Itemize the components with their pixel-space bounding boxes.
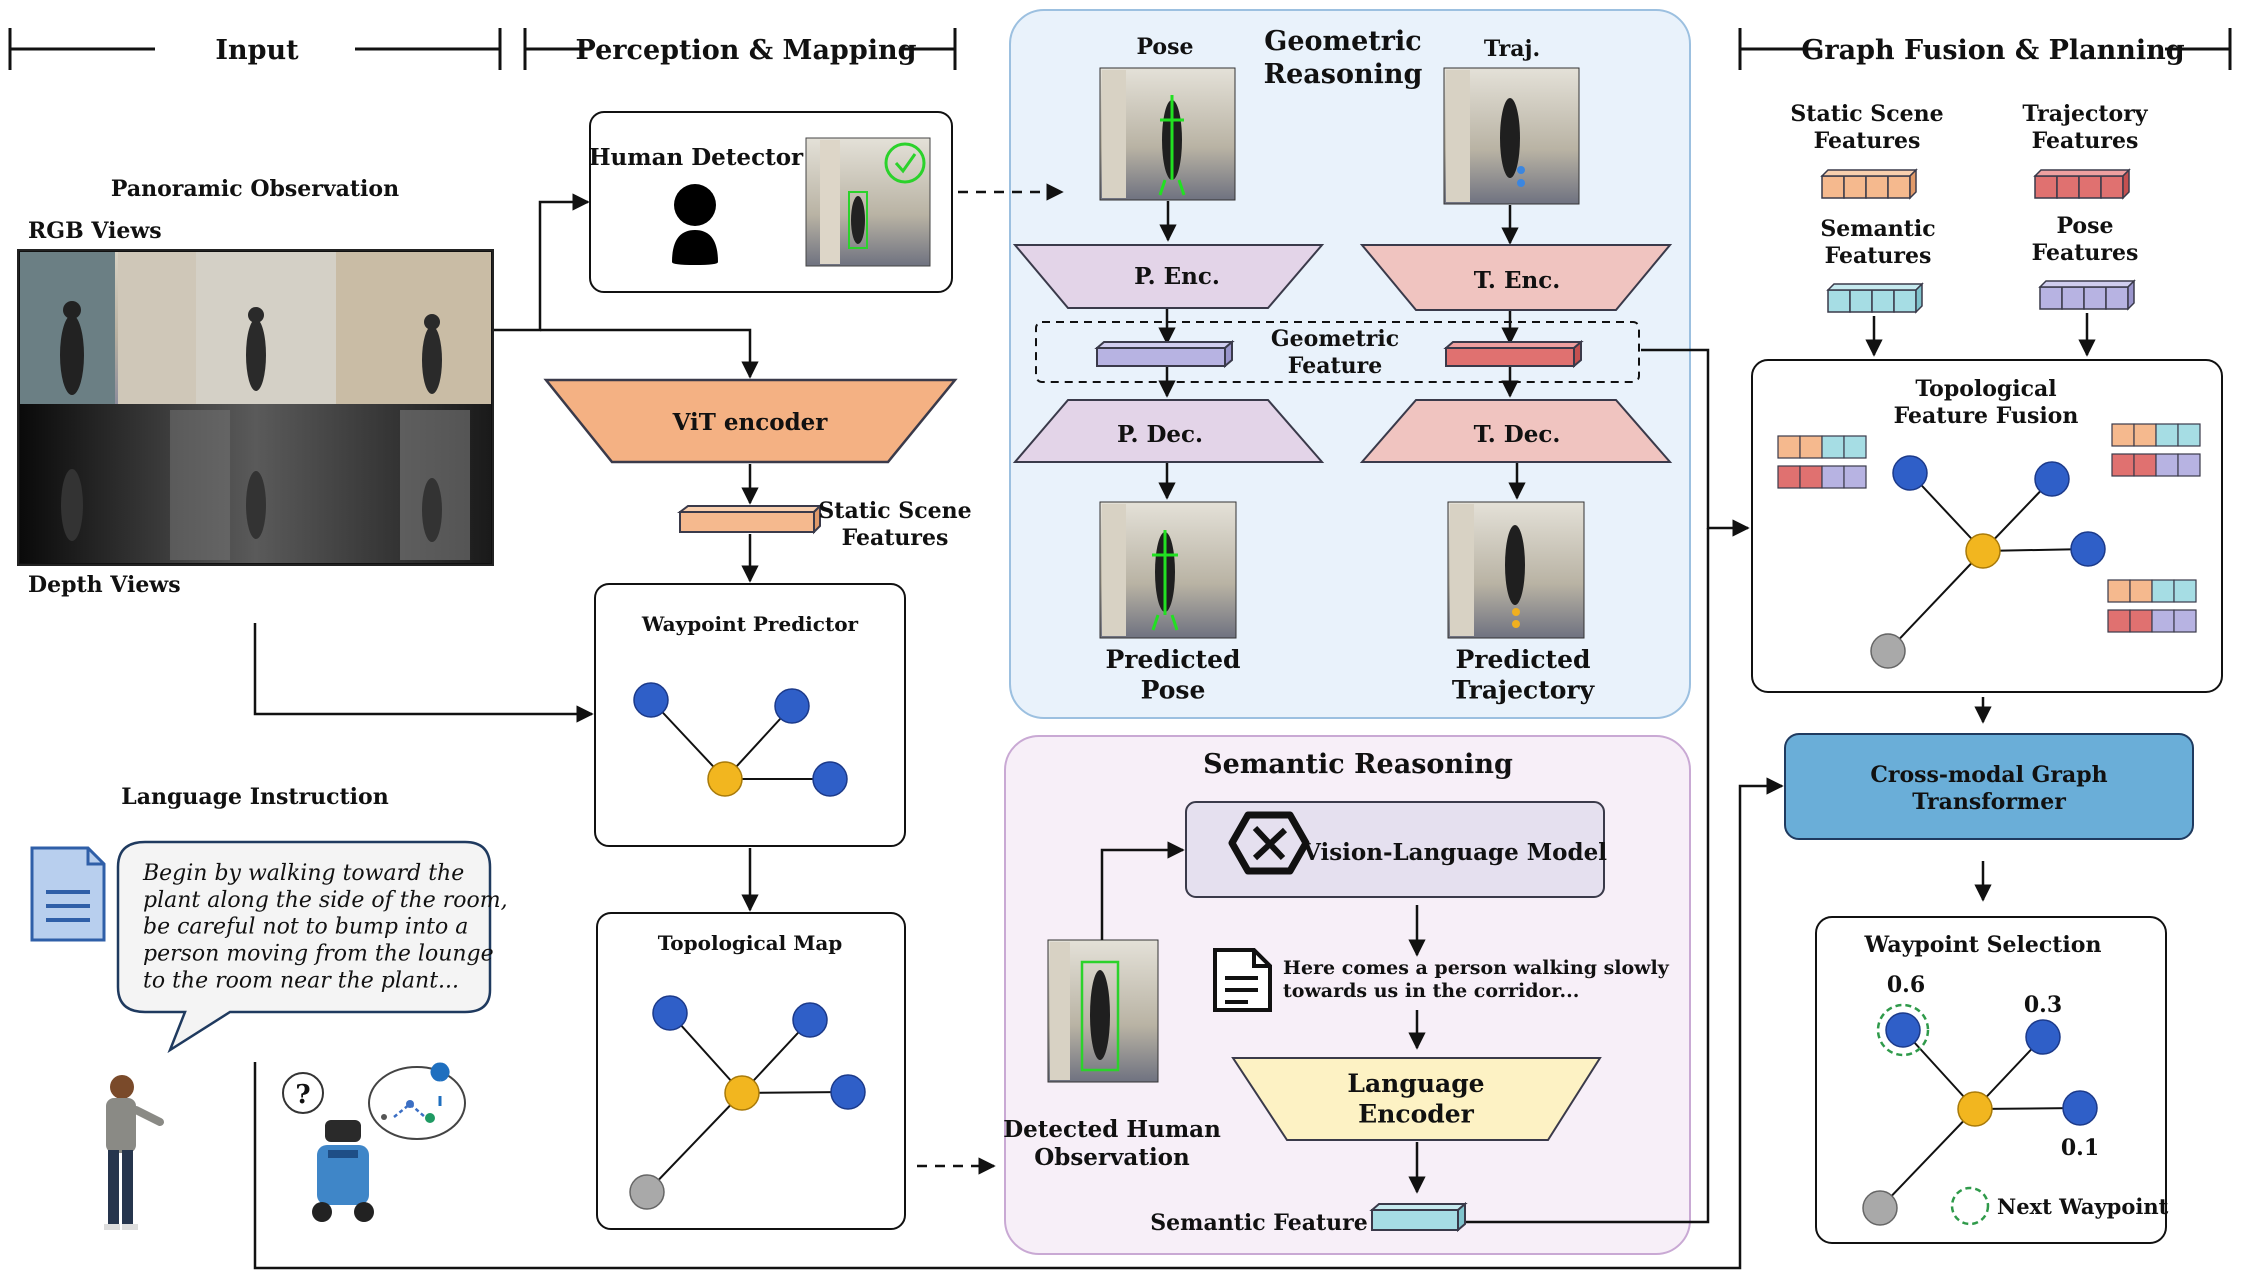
document-icon bbox=[30, 846, 106, 942]
vlm-logo-icon bbox=[1228, 811, 1310, 875]
pose-decoder-label: P. Dec. bbox=[1117, 421, 1203, 448]
score-low: 0.1 bbox=[2061, 1135, 2099, 1161]
vlm-box: Vision-Language Model bbox=[1185, 801, 1607, 898]
fusion-cluster-bottom-right bbox=[2107, 579, 2197, 633]
predicted-pose-image bbox=[1099, 501, 1237, 639]
header-graph-fusion: Graph Fusion & Planning bbox=[1738, 28, 2232, 70]
fusion-cluster-left bbox=[1777, 435, 1867, 489]
traj-decoder-label: T. Dec. bbox=[1474, 421, 1561, 448]
header-perception: Perception & Mapping bbox=[523, 28, 957, 70]
vit-encoder-label: ViT encoder bbox=[672, 409, 829, 436]
waypoint-selection-box: Waypoint Selection 0.6 0.3 0.1 Next Wayp… bbox=[1815, 916, 2169, 1244]
pose-decoder: P. Dec. bbox=[1012, 399, 1325, 463]
semantic-feature-bar bbox=[1369, 1201, 1468, 1233]
depth-label: Depth Views bbox=[28, 572, 181, 598]
traj-encoder: T. Enc. bbox=[1359, 244, 1673, 311]
traj-decoder: T. Dec. bbox=[1359, 399, 1673, 463]
human-standing-icon bbox=[104, 1075, 164, 1230]
human-detector-box: Human Detector bbox=[589, 111, 953, 293]
pose-feature-bar bbox=[1094, 339, 1235, 369]
traj-label: Traj. bbox=[1484, 36, 1540, 62]
predicted-trajectory-image bbox=[1447, 501, 1585, 639]
check-circle-icon bbox=[884, 142, 926, 184]
person-silhouette-icon bbox=[672, 184, 718, 265]
human-detector-label: Human Detector bbox=[589, 144, 804, 171]
pose-encoder: P. Enc. bbox=[1012, 244, 1325, 309]
fusion-pose-cubes bbox=[2038, 279, 2136, 311]
geometric-feature-region bbox=[1035, 321, 1640, 383]
next-waypoint-label: Next Waypoint bbox=[1997, 1194, 2169, 1219]
waypoint-predictor-box: Waypoint Predictor bbox=[594, 583, 906, 847]
pose-input-image bbox=[1099, 67, 1236, 201]
topological-map-label: Topological Map bbox=[658, 931, 843, 955]
fusion-cluster-top-right bbox=[2111, 423, 2201, 477]
connectors bbox=[253, 183, 1784, 1270]
waypoint-predictor-label: Waypoint Predictor bbox=[641, 612, 859, 636]
waypoint-selection-label: Waypoint Selection bbox=[1864, 932, 2102, 958]
vit-encoder: ViT encoder bbox=[543, 378, 958, 464]
traj-feature-bar bbox=[1443, 339, 1584, 369]
vlm-label: Vision-Language Model bbox=[1302, 839, 1607, 866]
header-input: Input bbox=[8, 28, 502, 70]
language-instruction-title: Language Instruction bbox=[121, 784, 388, 810]
fusion-trajectory-cubes bbox=[2033, 168, 2131, 200]
traj-input-image bbox=[1443, 67, 1580, 205]
traj-encoder-label: T. Enc. bbox=[1474, 267, 1560, 294]
header-graph-fusion-label: Graph Fusion & Planning bbox=[1801, 35, 2184, 66]
header-perception-label: Perception & Mapping bbox=[576, 35, 917, 66]
panoramic-image bbox=[17, 249, 494, 566]
pose-encoder-label: P. Enc. bbox=[1134, 263, 1220, 290]
score-mid: 0.3 bbox=[2024, 992, 2062, 1018]
detected-to-vlm-arrow bbox=[1100, 841, 1185, 940]
question-mark: ? bbox=[295, 1080, 310, 1110]
robot-icon: ? bbox=[282, 1072, 374, 1222]
route-pin-icon bbox=[368, 1062, 466, 1140]
fusion-semantic-cubes bbox=[1826, 282, 1924, 314]
header-input-label: Input bbox=[215, 35, 299, 66]
semantic-title: Semantic Reasoning bbox=[1203, 749, 1513, 780]
score-high: 0.6 bbox=[1887, 972, 1925, 998]
detected-human-image bbox=[1047, 939, 1159, 1083]
static-scene-feature-bar bbox=[677, 503, 823, 535]
panoramic-label: Panoramic Observation bbox=[111, 176, 399, 202]
rgb-label: RGB Views bbox=[28, 218, 162, 244]
caption-document-icon bbox=[1213, 948, 1272, 1012]
topological-map-box: Topological Map bbox=[596, 912, 906, 1230]
semantic-feature-label: Semantic Feature bbox=[1150, 1210, 1367, 1236]
fusion-static-scene-cubes bbox=[1820, 168, 1918, 200]
pose-label: Pose bbox=[1136, 34, 1193, 60]
